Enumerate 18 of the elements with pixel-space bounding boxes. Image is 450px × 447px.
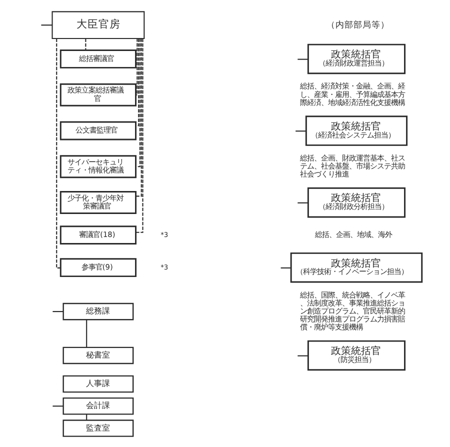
node-box: 大臣官房: [51, 10, 144, 39]
connector: [135, 38, 139, 126]
label: （内部部局等）: [326, 20, 389, 30]
connector: [135, 38, 140, 167]
connector: [40, 24, 52, 26]
connector: [297, 202, 308, 203]
connector: [135, 38, 142, 196]
connector: [52, 405, 63, 406]
connector: [86, 319, 87, 347]
connector: [295, 130, 306, 132]
connector: [56, 38, 60, 268]
connector: [280, 266, 290, 268]
connector: [297, 354, 308, 356]
connector: [135, 38, 143, 232]
connector: [84, 38, 86, 50]
connector: [297, 58, 308, 60]
connector: [52, 310, 63, 312]
connector: [135, 38, 138, 95]
